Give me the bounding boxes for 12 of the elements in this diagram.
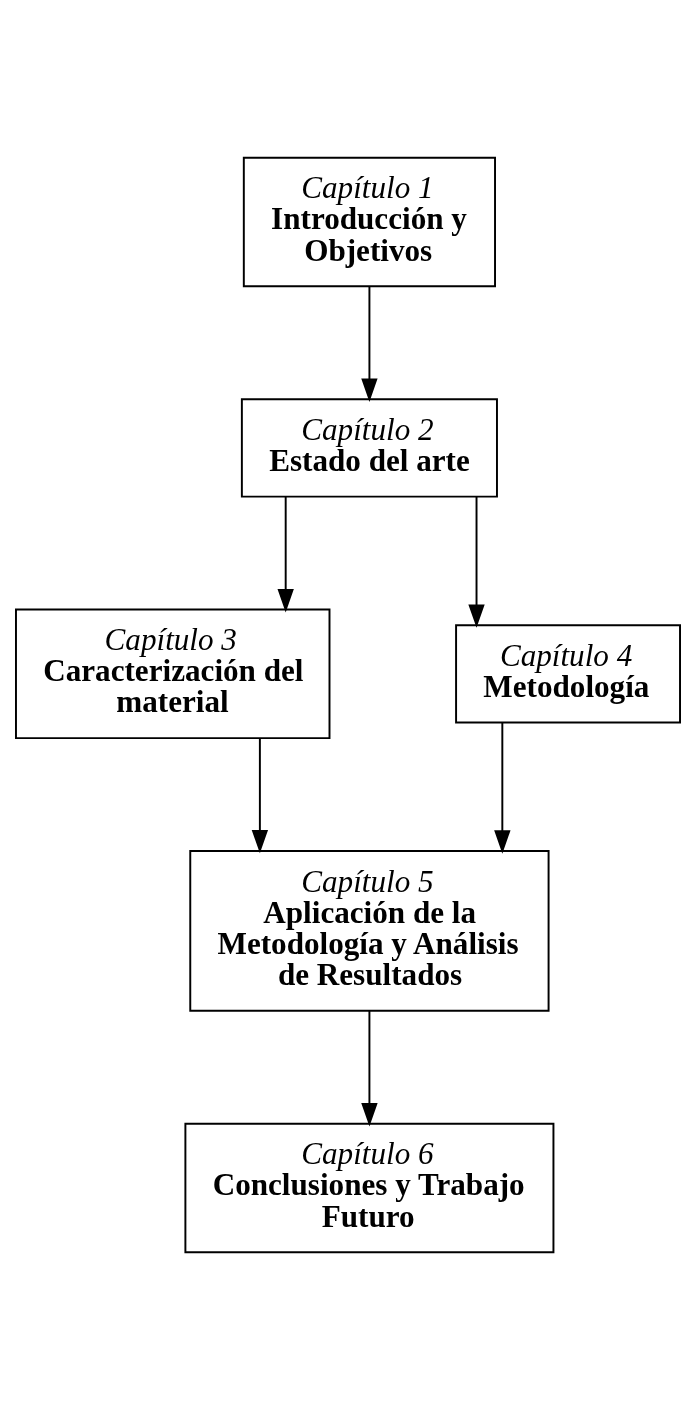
arrow (277, 496, 294, 613)
node-box: Capítulo 6 Conclusiones y Trabajo Futuro (184, 1122, 555, 1254)
node-box: Capítulo 2 Estado del arte (240, 398, 498, 498)
node-box: Capítulo 3 Caracterización del material (15, 608, 331, 740)
node-box: Capítulo 5 Aplicación de la Metodología y Análisis de Resultados (189, 850, 550, 1012)
arrow (361, 285, 378, 402)
arrow (251, 737, 269, 854)
arrow (468, 496, 485, 628)
arrow (494, 721, 511, 854)
node-box: Capítulo 1 Introducción y Objetivos (242, 156, 496, 288)
node-box: Capítulo 4 Metodología (455, 624, 681, 724)
arrow (361, 1009, 378, 1127)
